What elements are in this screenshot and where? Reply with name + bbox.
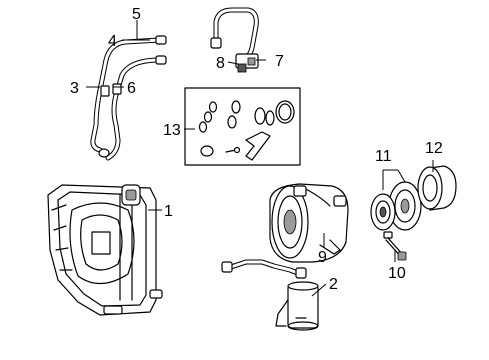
callout-1: 1: [164, 203, 173, 220]
clutch-hub-pulley[interactable]: [370, 181, 422, 231]
leader-lines: [86, 20, 434, 297]
upper-hose-assembly[interactable]: [210, 7, 259, 73]
callout-5: 5: [132, 6, 141, 23]
callout-2: 2: [329, 276, 338, 293]
callout-11: 11: [375, 148, 392, 165]
clutch-coil-ring[interactable]: [417, 165, 457, 211]
seal-kit-box: [184, 87, 301, 166]
callout-7: 7: [275, 53, 284, 70]
callout-9: 9: [318, 249, 327, 266]
callout-13: 13: [163, 122, 181, 139]
seal-kit-items[interactable]: [198, 100, 295, 161]
compressor-bolt[interactable]: [383, 231, 407, 261]
accumulator-line-assembly[interactable]: [221, 259, 319, 331]
ac-compressor[interactable]: [269, 183, 349, 263]
callout-4: 4: [108, 33, 117, 50]
callout-3: 3: [70, 80, 79, 97]
callout-6: 6: [127, 80, 136, 97]
hose-assembly-left[interactable]: [90, 35, 167, 161]
condenser-shroud-assembly[interactable]: [47, 184, 163, 316]
callout-8: 8: [216, 55, 225, 72]
callout-12: 12: [425, 140, 443, 157]
callout-10: 10: [388, 265, 406, 282]
callout-labels: 5 4 3 6 8 7 13 1 9 2 10 11 12: [70, 6, 443, 293]
